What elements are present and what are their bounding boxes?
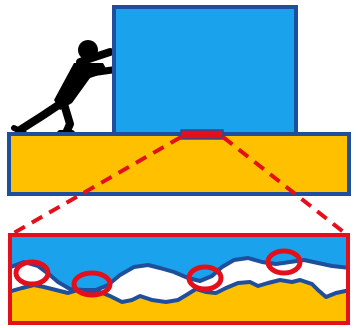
person-silhouette — [14, 40, 112, 133]
person-arm-lower — [84, 70, 112, 74]
magnified-interface — [8, 233, 350, 323]
person-leg-front — [64, 104, 70, 133]
pushed-block — [114, 7, 296, 134]
person-leg-back — [20, 104, 60, 130]
floor-slab — [9, 134, 349, 194]
contact-patch — [181, 130, 223, 139]
